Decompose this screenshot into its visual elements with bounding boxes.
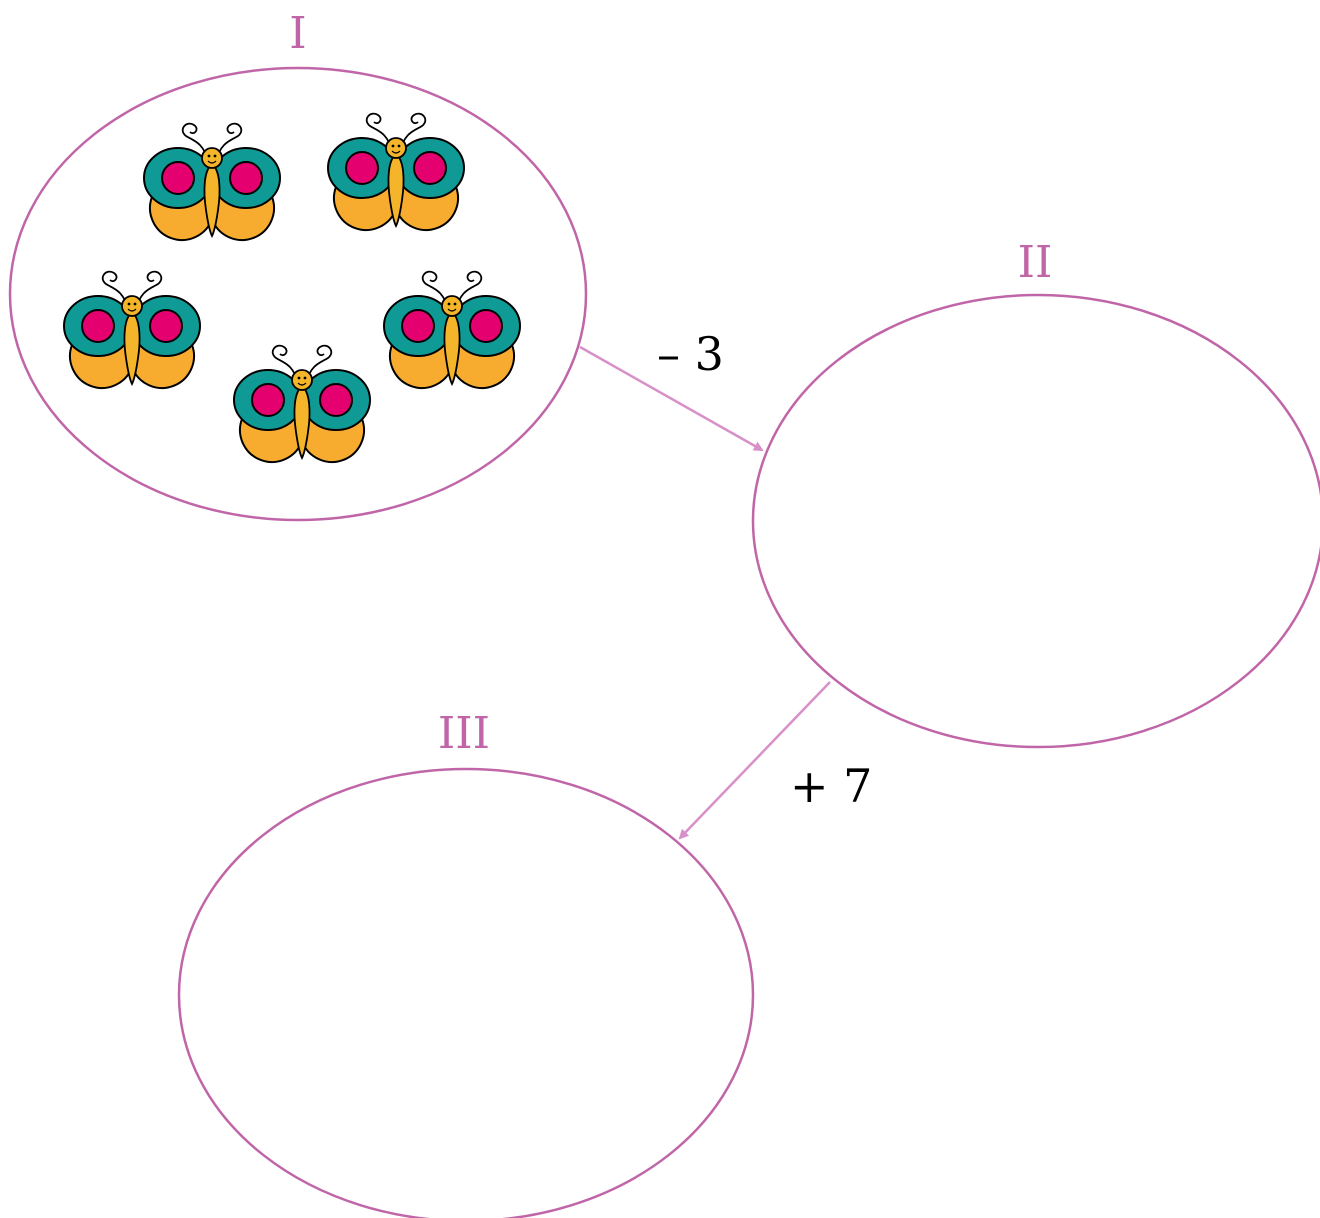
set-three-label: III <box>438 708 490 759</box>
butterfly-icon <box>142 122 282 245</box>
operation-minus-label: – 3 <box>657 327 724 381</box>
butterfly-icon <box>62 270 202 393</box>
set-two-ellipse <box>751 293 1320 749</box>
butterfly-icon <box>326 112 466 235</box>
set-three-ellipse <box>177 767 755 1218</box>
set-two-label: II <box>1018 237 1053 288</box>
arrow-set-two-to-three <box>678 681 831 840</box>
operation-plus-label: + 7 <box>790 759 872 813</box>
butterfly-icon <box>232 344 372 467</box>
set-one-ellipse <box>8 66 588 522</box>
arrow-set-one-to-two <box>579 345 764 452</box>
butterfly-icon <box>382 270 522 393</box>
set-one-label: I <box>289 8 306 59</box>
butterfly-group <box>62 112 522 467</box>
